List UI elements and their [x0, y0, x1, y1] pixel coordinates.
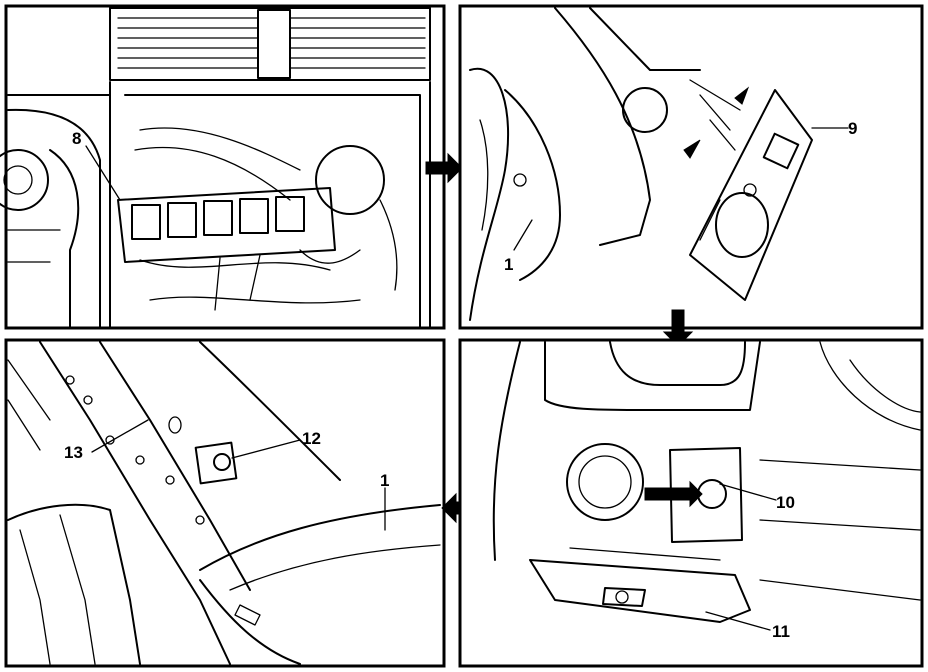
- callout-label-8: 8: [72, 129, 81, 148]
- console-side-panel: [554, 7, 741, 246]
- callout-12: 12: [231, 429, 321, 459]
- callout-label-12: 12: [302, 429, 321, 448]
- cup-holder: [566, 443, 644, 521]
- panel-bottom-right: 10 11: [458, 338, 924, 668]
- callout-1-bottom: 1: [380, 471, 389, 531]
- panel-top-left: 8: [0, 4, 446, 330]
- engagement-arrows: [683, 86, 750, 159]
- callout-1-top: 1: [504, 219, 533, 274]
- panel-bottom-left: 12 13 1: [4, 338, 446, 668]
- callout-8: 8: [72, 129, 121, 201]
- center-air-vent: [109, 7, 431, 81]
- trim-clip-12: [194, 441, 238, 485]
- panel-top-right: 9 1: [458, 4, 924, 330]
- lighter-socket-10: [644, 447, 743, 543]
- flow-arrow-right: [425, 152, 463, 184]
- callout-9: 9: [811, 119, 857, 138]
- center-console-opening: [109, 81, 431, 329]
- callout-label-10: 10: [776, 493, 795, 512]
- callout-13: 13: [64, 419, 149, 462]
- seat-contour: [469, 67, 561, 321]
- dashboard-left-contour: [0, 94, 111, 329]
- callout-label-1: 1: [504, 255, 513, 274]
- switch-panel-9: [689, 89, 813, 301]
- callout-label-9: 9: [848, 119, 857, 138]
- callout-11: 11: [705, 611, 790, 641]
- switch-module: [117, 187, 361, 311]
- callout-label-13: 13: [64, 443, 83, 462]
- panel-frame: [4, 338, 446, 668]
- panel-frame: [458, 4, 924, 330]
- callout-10: 10: [719, 483, 795, 512]
- panel-frame: [4, 4, 446, 330]
- callout-label-11: 11: [772, 622, 790, 641]
- console-outline: [492, 341, 921, 601]
- ashtray-cover-11: [529, 547, 751, 623]
- callout-label-1-bottom: 1: [380, 471, 389, 490]
- door-and-console: [7, 503, 441, 665]
